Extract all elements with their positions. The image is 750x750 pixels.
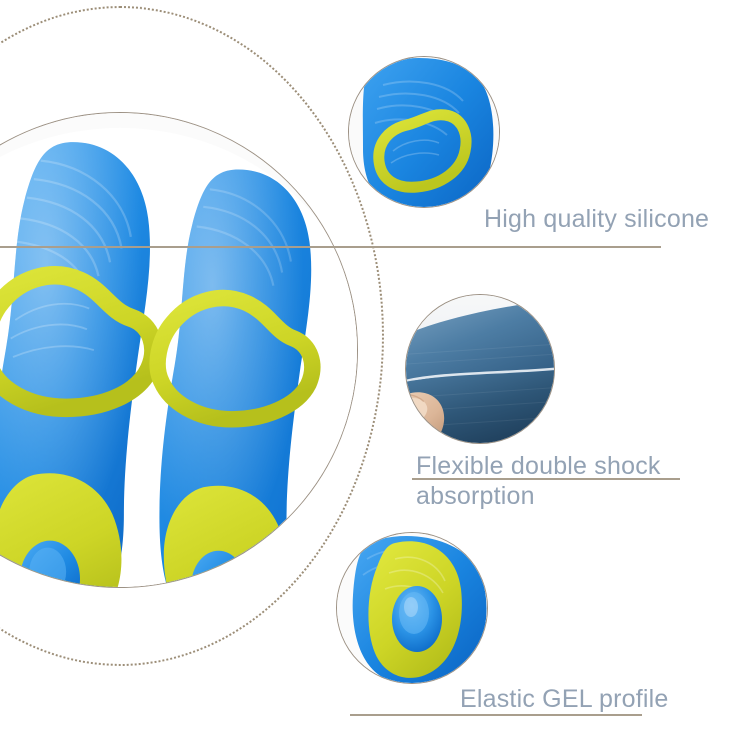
caption-rule-gel-profile [350, 714, 642, 716]
detail-circle-gel-profile [336, 532, 488, 684]
silicone-closeup-photo [349, 57, 499, 207]
gel-heel-profile-photo [337, 533, 487, 683]
caption-rule-silicone [0, 246, 661, 248]
detail-circle-flexible [405, 294, 555, 444]
feature-caption-gel-profile: Elastic GEL profile [460, 685, 669, 713]
flex-bend-finger-photo [406, 295, 554, 443]
hero-photo-circle [0, 112, 358, 588]
feature-caption-silicone: High quality silicone [484, 205, 710, 233]
feature-caption-flexible: Flexible double shock absorption [416, 452, 661, 510]
caption-rule-flexible [412, 478, 680, 480]
detail-circle-silicone [348, 56, 500, 208]
hero-image-container [0, 6, 384, 666]
three-gel-insoles-photo [0, 113, 357, 587]
